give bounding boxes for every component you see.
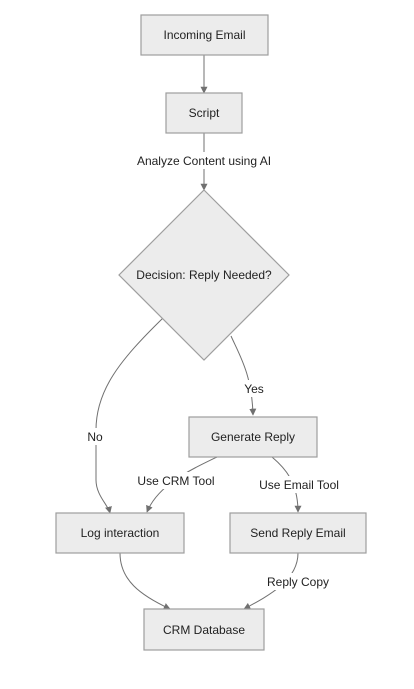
edge-labels: Analyze Content using AI Yes No Use CRM … bbox=[84, 152, 342, 590]
edge-label-use-crm-tool: Use CRM Tool bbox=[136, 472, 216, 489]
node-decision: Decision: Reply Needed? bbox=[118, 189, 290, 361]
edge-label-use-email-tool: Use Email Tool bbox=[256, 476, 342, 493]
node-send-reply-email-label: Send Reply Email bbox=[250, 526, 345, 540]
edge-label-yes: Yes bbox=[241, 380, 267, 397]
node-crm-database: CRM Database bbox=[143, 608, 265, 651]
edge-label-analyze-content-text: Analyze Content using AI bbox=[137, 154, 271, 168]
edge-label-no: No bbox=[84, 428, 106, 445]
edge-label-no-text: No bbox=[87, 430, 103, 444]
edge-label-yes-text: Yes bbox=[244, 382, 264, 396]
edge-decision-to-generate-reply bbox=[230, 335, 257, 416]
node-incoming-email: Incoming Email bbox=[140, 14, 269, 56]
edge-decision-to-log-interaction bbox=[95, 317, 164, 514]
node-log-interaction: Log interaction bbox=[55, 512, 185, 554]
node-send-reply-email: Send Reply Email bbox=[229, 512, 367, 554]
edge-label-use-crm-tool-text: Use CRM Tool bbox=[137, 474, 214, 488]
edge-label-analyze-content: Analyze Content using AI bbox=[134, 152, 275, 169]
node-log-interaction-label: Log interaction bbox=[81, 526, 160, 540]
node-crm-database-label: CRM Database bbox=[163, 623, 245, 637]
node-script-label: Script bbox=[189, 106, 220, 120]
node-incoming-email-label: Incoming Email bbox=[163, 28, 245, 42]
node-generate-reply-label: Generate Reply bbox=[211, 430, 295, 444]
edge-label-reply-copy-text: Reply Copy bbox=[267, 575, 329, 589]
node-decision-label: Decision: Reply Needed? bbox=[136, 268, 272, 282]
node-script: Script bbox=[165, 92, 243, 134]
edge-label-reply-copy: Reply Copy bbox=[264, 573, 332, 590]
edge-label-use-email-tool-text: Use Email Tool bbox=[259, 478, 339, 492]
edge-log-interaction-to-crm-database bbox=[119, 552, 171, 610]
node-generate-reply: Generate Reply bbox=[188, 416, 318, 458]
